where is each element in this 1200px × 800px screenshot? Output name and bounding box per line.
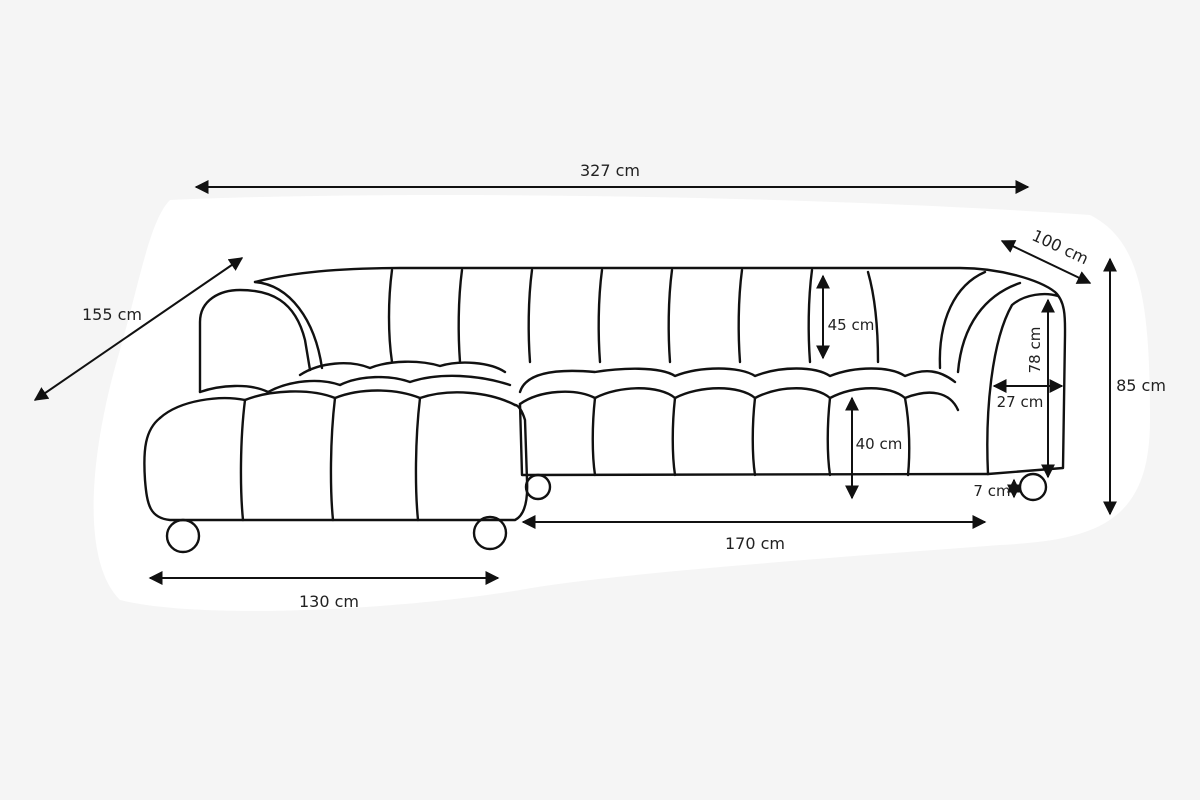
sofa-foot xyxy=(472,515,508,551)
backrest-height-label: 45 cm xyxy=(828,316,875,334)
total-height-label: 85 cm xyxy=(1116,376,1166,395)
leg-height-label: 7 cm xyxy=(973,482,1010,500)
chaise-width-label: 130 cm xyxy=(299,592,359,611)
chaise-depth-label: 155 cm xyxy=(82,305,142,324)
arm-height-label: 78 cm xyxy=(1026,327,1044,374)
chaise-depth-arrow xyxy=(33,257,244,401)
sofa-depth-arrow xyxy=(1000,240,1092,284)
arm-width-label: 27 cm xyxy=(997,393,1044,411)
total-width-label: 327 cm xyxy=(580,161,640,180)
seat-height-label: 40 cm xyxy=(856,435,903,453)
sofa-foot xyxy=(524,473,552,501)
background-highlight xyxy=(93,195,1150,611)
sofa-foot xyxy=(165,518,201,554)
main-seat-width-label: 170 cm xyxy=(725,534,785,553)
